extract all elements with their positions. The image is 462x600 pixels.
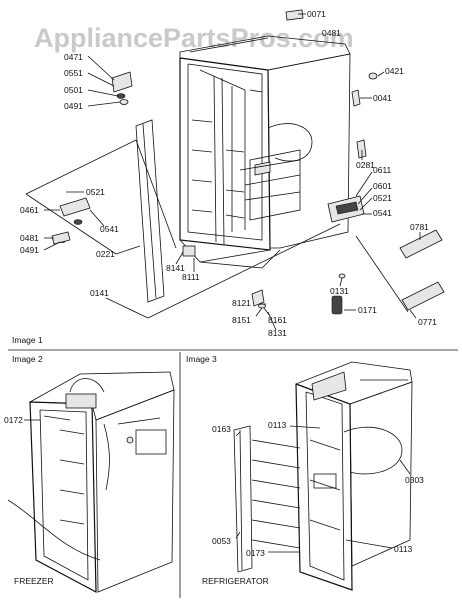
callout-0173: 0173 xyxy=(246,548,265,558)
hinge-0461 xyxy=(59,197,91,217)
callout-0481-left: 0481 xyxy=(20,233,39,243)
back-panel xyxy=(249,149,301,221)
refrigerator-view xyxy=(233,361,413,591)
door-frame xyxy=(135,119,165,303)
callout-0163: 0163 xyxy=(212,424,231,434)
grommet-0171 xyxy=(331,295,343,315)
main-cabinet xyxy=(179,35,351,269)
cover-0281 xyxy=(356,139,367,159)
callout-0521-left: 0521 xyxy=(86,187,105,197)
callout-0071: 0071 xyxy=(307,9,326,19)
freezer-side-panel xyxy=(135,429,167,455)
watermark: AppliancePartsPros.com xyxy=(34,23,354,53)
callout-0172: 0172 xyxy=(4,415,23,425)
callout-0491-left: 0491 xyxy=(20,245,39,255)
callout-0771: 0771 xyxy=(418,317,437,327)
callout-0781: 0781 xyxy=(410,222,429,232)
caption-image-3: Image 3 xyxy=(186,354,217,364)
screw-0491 xyxy=(119,99,129,105)
callout-8111: 8111 xyxy=(182,272,200,282)
captions: Image 1 Image 2 Image 3 FREEZER REFRIGER… xyxy=(12,335,269,586)
refrigerator-control xyxy=(313,473,337,489)
trim-0781 xyxy=(399,229,443,259)
leader-lines-insets xyxy=(24,419,411,553)
ice-dispenser-housing xyxy=(311,371,347,401)
callout-0131: 0131 xyxy=(330,286,349,296)
door-trim xyxy=(233,425,253,573)
duct-curve xyxy=(267,123,313,162)
bushing-0501 xyxy=(116,93,126,99)
callout-0041: 0041 xyxy=(373,93,392,103)
caption-freezer: FREEZER xyxy=(14,576,54,586)
screw-0071 xyxy=(285,9,304,21)
callout-0461: 0461 xyxy=(20,205,39,215)
door-panel xyxy=(135,119,165,303)
callout-0481-top: 0481 xyxy=(322,28,341,38)
callout-0053: 0053 xyxy=(212,536,231,546)
cap-0421 xyxy=(368,72,378,80)
callout-0541-right: 0541 xyxy=(373,208,392,218)
control-housing xyxy=(254,161,271,176)
trim-0771 xyxy=(401,281,445,311)
caption-image-1: Image 1 xyxy=(12,335,43,345)
top-hinge-parts xyxy=(111,71,133,105)
callout-8161: 8161 xyxy=(268,315,287,325)
callout-0491-top: 0491 xyxy=(64,101,83,111)
callout-8131: 8131 xyxy=(268,328,287,338)
hinge-bracket xyxy=(182,245,196,257)
callout-0421: 0421 xyxy=(385,66,404,76)
callout-0113-bottom: 0113 xyxy=(394,544,413,554)
callout-labels: 0071 0481 0471 0551 0501 0491 0421 0041 … xyxy=(4,9,437,558)
callout-0171: 0171 xyxy=(358,305,377,315)
callout-0611: 0611 xyxy=(373,165,392,175)
callout-0501: 0501 xyxy=(64,85,83,95)
callout-0471: 0471 xyxy=(64,52,83,62)
callout-8151: 8151 xyxy=(232,315,251,325)
lower-hinge-parts xyxy=(51,197,91,245)
callout-0281: 0281 xyxy=(356,160,375,170)
callout-0521-right: 0521 xyxy=(373,193,392,203)
callout-0541-left: 0541 xyxy=(100,224,119,234)
callout-0141: 0141 xyxy=(90,288,109,298)
callout-0601: 0601 xyxy=(373,181,392,191)
callout-0113-top: 0113 xyxy=(268,420,287,430)
leader-lines-main xyxy=(25,13,421,331)
control-box xyxy=(65,393,97,409)
callout-0303: 0303 xyxy=(405,475,424,485)
callout-0221: 0221 xyxy=(96,249,115,259)
callout-8121: 8121 xyxy=(232,298,251,308)
callout-0551: 0551 xyxy=(64,68,83,78)
caption-image-2: Image 2 xyxy=(12,354,43,364)
hinge-0471 xyxy=(111,71,133,93)
bracket-0041 xyxy=(351,89,361,107)
right-side-parts xyxy=(251,9,445,315)
freezer-view xyxy=(7,371,175,594)
callout-8141: 8141 xyxy=(166,263,185,273)
part-8121 xyxy=(251,289,265,307)
caption-refrigerator: REFRIGERATOR xyxy=(202,576,269,586)
